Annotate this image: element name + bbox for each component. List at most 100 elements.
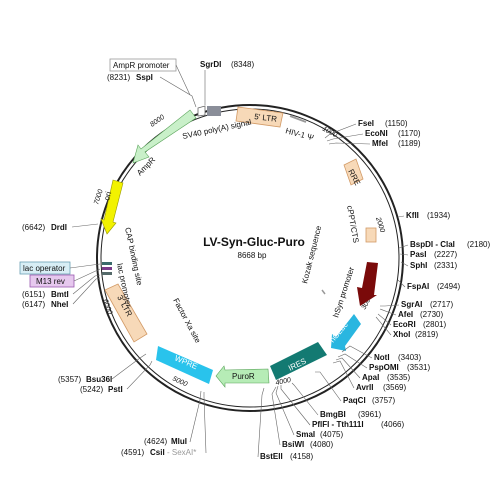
site-pasi: PasI: [410, 250, 426, 259]
ires-feature[interactable]: [270, 342, 327, 380]
site-bsteii: BstEII: [260, 452, 283, 461]
wpre-feature[interactable]: [156, 346, 213, 384]
site-mfei: MfeI: [372, 139, 388, 148]
tick-7000: 7000: [93, 189, 105, 206]
site-avrii-pos: (3569): [383, 383, 406, 392]
site-noti-pos: (3403): [398, 353, 421, 362]
lead-mlui: [189, 390, 202, 443]
hsyn-promoter-feature[interactable]: [357, 262, 378, 306]
cppt-feature[interactable]: [365, 227, 377, 243]
site-bmti-pos: (6151): [22, 290, 45, 299]
lead-ecori: [377, 313, 392, 326]
site-ecori-pos: (2801): [423, 320, 446, 329]
site-bmgbi-pos: (3961): [358, 410, 381, 419]
site-kfli-pos: (1934): [427, 211, 450, 220]
ltr5-feature[interactable]: [235, 106, 284, 128]
plasmid-name: LV-Syn-Gluc-Puro: [203, 235, 305, 249]
rre-feature[interactable]: [343, 158, 364, 186]
site-bmti: BmtI: [51, 290, 69, 299]
site-csii-pos: (4591): [121, 448, 144, 457]
site-sphi-pos: (2331): [434, 261, 457, 270]
site-avrii: AvrII: [356, 383, 374, 392]
tick-6000: 6000: [101, 298, 113, 315]
site-econi-pos: (1170): [398, 129, 421, 138]
lead-afei: [379, 308, 397, 316]
site-sgrai: SgrAI: [401, 300, 422, 309]
site-sgrdi: SgrDI: [200, 60, 221, 69]
lac-operator-mark: [102, 262, 112, 265]
lead-psti: [126, 360, 153, 390]
ltr5-label: 5' LTR: [254, 112, 278, 124]
kozak-feature: [321, 289, 326, 295]
site-drdi-pos: (6642): [22, 223, 45, 232]
site-afei-pos: (2730): [420, 310, 443, 319]
site-afei: AfeI: [398, 310, 413, 319]
lead-econi: [326, 133, 364, 142]
site-bsiwi: BsiWI: [282, 440, 304, 449]
lead-bspdi: [398, 244, 409, 249]
site-xhoi: XhoI: [393, 330, 410, 339]
plasmid-backbone-outer: [96, 104, 404, 412]
site-pasi-pos: (2227): [434, 250, 457, 259]
lead-fsei: [324, 123, 357, 139]
lower-right-leader-lines: [257, 345, 373, 458]
lead-mfei: [328, 142, 371, 145]
site-apai-pos: (3535): [387, 373, 410, 382]
ampr-feature[interactable]: [132, 109, 197, 164]
site-pflfi: PflFI - Tth111I: [312, 420, 364, 429]
site-bsu36i-pos: (5357): [58, 375, 81, 384]
site-pspomi: PspOMI: [369, 363, 399, 372]
lead-bmti: [72, 274, 101, 295]
gluc-feature[interactable]: [331, 314, 361, 351]
lac-operator-label: lac operator: [23, 264, 66, 273]
site-sphi: SphI: [410, 261, 427, 270]
site-sgrai-pos: (2717): [430, 300, 453, 309]
lead-xhoi: [375, 316, 392, 336]
ltr3-feature[interactable]: [104, 283, 148, 343]
tick-2000: 2000: [374, 216, 386, 234]
site-smai: SmaI: [296, 430, 315, 439]
plasmid-size: 8668 bp: [238, 251, 267, 260]
m13-label: M13 rev: [36, 277, 65, 286]
site-psti-pos: (5242): [80, 385, 103, 394]
site-smai-pos: (4075): [320, 430, 343, 439]
site-mlui-pos: (4624): [144, 437, 167, 446]
lead-sspi: [159, 76, 197, 108]
site-xhoi-pos: (2819): [415, 330, 438, 339]
tick-1000: 1000: [321, 126, 338, 140]
site-bmgbi: BmgBI: [320, 410, 346, 419]
site-sgrdi-pos: (8348): [231, 60, 254, 69]
hsyn-promoter-label: hSyn promoter: [331, 266, 356, 319]
lead-fspai: [397, 279, 406, 288]
site-mfei-pos: (1189): [398, 139, 421, 148]
site-paqci-pos: (3757): [372, 396, 395, 405]
site-fsei-pos: (1150): [385, 119, 408, 128]
site-mlui: MluI: [171, 437, 187, 446]
ori-label: ori: [102, 190, 113, 201]
site-pspomi-pos: (3531): [407, 363, 430, 372]
tick-4000: 4000: [275, 377, 292, 387]
site-sexai: - SexAI*: [167, 448, 196, 457]
cppt-label: cPPT/CTS: [345, 205, 360, 244]
puror-feature[interactable]: [215, 365, 270, 388]
lead-sphi: [400, 261, 409, 267]
site-csii: CsiI: [150, 448, 165, 457]
ampr-promoter-feature[interactable]: [197, 105, 206, 117]
ampr-promoter-label: AmpR promoter: [113, 61, 170, 70]
kozak-label: Kozak sequence: [300, 224, 323, 284]
site-paqci: PaqCI: [343, 396, 366, 405]
lead-lacop: [69, 263, 101, 269]
site-nhei: NheI: [51, 300, 68, 309]
sv40-feature[interactable]: [207, 106, 221, 116]
tick-8000: 8000: [149, 114, 166, 129]
site-sspi: SspI: [136, 73, 153, 82]
site-bsiwi-pos: (4080): [310, 440, 333, 449]
site-ecori: EcoRI: [393, 320, 416, 329]
site-econi: EcoNI: [365, 129, 388, 138]
ori-feature[interactable]: [100, 179, 124, 235]
site-fspai-pos: (2494): [437, 282, 460, 291]
site-sspi-pos: (8231): [107, 73, 130, 82]
hiv-psi-feature: [289, 115, 307, 123]
puror-label: PuroR: [232, 372, 255, 381]
